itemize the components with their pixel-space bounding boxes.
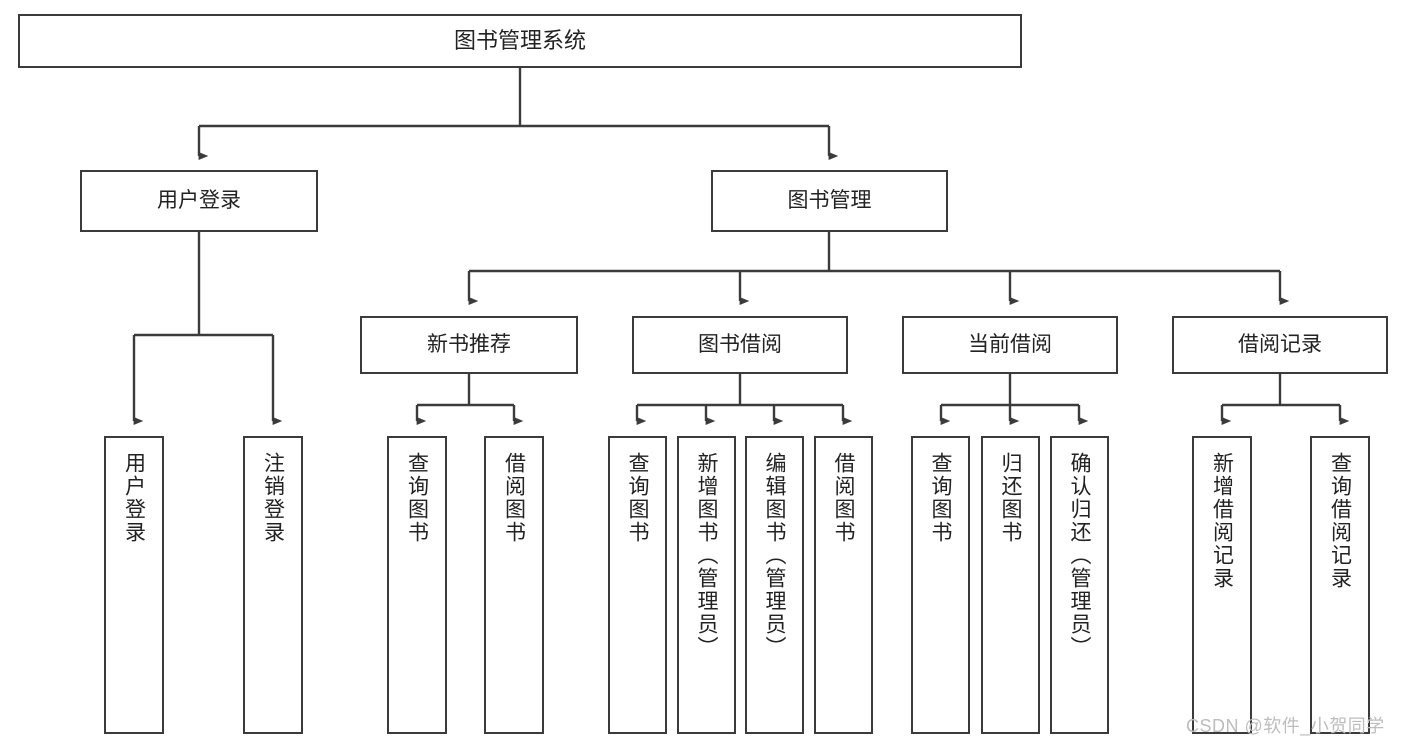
node-label: 用户登录 — [157, 188, 241, 212]
node-label: 查询图书 — [405, 452, 429, 544]
node-label: 借阅图书 — [832, 452, 855, 544]
node-label: 归还图书 — [999, 452, 1022, 544]
node-label: 查询借阅记录 — [1328, 452, 1352, 590]
leaf-recommend-borrow-book[interactable]: 借阅图书 — [484, 436, 544, 734]
leaf-borrow-borrow-book[interactable]: 借阅图书 — [814, 436, 873, 734]
node-label: 图书借阅 — [698, 332, 782, 356]
node-label: 借阅图书 — [502, 452, 526, 544]
node-label: 注销登录 — [261, 452, 285, 544]
leaf-borrow-add-book-admin[interactable]: 新增图书（管理员） — [677, 436, 736, 734]
node-label: 新增图书（管理员） — [695, 452, 718, 659]
leaf-user-login-logout[interactable]: 注销登录 — [243, 436, 303, 734]
leaf-current-query-book[interactable]: 查询图书 — [911, 436, 970, 734]
node-label: 查询图书 — [929, 452, 952, 544]
node-label: 编辑图书（管理员） — [763, 452, 786, 659]
node-label: 借阅记录 — [1238, 332, 1322, 356]
node-label: 新书推荐 — [427, 332, 511, 356]
node-label: 当前借阅 — [968, 332, 1052, 356]
node-label: 用户登录 — [122, 452, 146, 544]
leaf-borrow-edit-book-admin[interactable]: 编辑图书（管理员） — [745, 436, 804, 734]
node-label: 图书管理 — [787, 188, 872, 212]
node-borrow-record[interactable]: 借阅记录 — [1172, 316, 1388, 374]
node-label: 新增借阅记录 — [1210, 452, 1234, 590]
node-user-login[interactable]: 用户登录 — [80, 170, 318, 232]
node-book-management-system[interactable]: 图书管理系统 — [18, 14, 1022, 68]
node-book-borrow[interactable]: 图书借阅 — [632, 316, 848, 374]
node-current-borrow[interactable]: 当前借阅 — [902, 316, 1118, 374]
node-new-book-recommend[interactable]: 新书推荐 — [360, 316, 578, 374]
leaf-recommend-query-book[interactable]: 查询图书 — [387, 436, 447, 734]
node-label: 确认归还（管理员） — [1068, 452, 1091, 659]
leaf-borrow-query-book[interactable]: 查询图书 — [608, 436, 667, 734]
csdn-watermark: CSDN @软件_小贺同学 — [1186, 716, 1385, 736]
leaf-record-add-record[interactable]: 新增借阅记录 — [1192, 436, 1252, 734]
node-label: 图书管理系统 — [453, 28, 586, 54]
node-label: 查询图书 — [626, 452, 649, 544]
node-book-management[interactable]: 图书管理 — [711, 170, 948, 232]
leaf-user-login-login[interactable]: 用户登录 — [104, 436, 164, 734]
leaf-current-confirm-return-admin[interactable]: 确认归还（管理员） — [1050, 436, 1109, 734]
leaf-current-return-book[interactable]: 归还图书 — [981, 436, 1040, 734]
leaf-record-query-record[interactable]: 查询借阅记录 — [1310, 436, 1370, 734]
